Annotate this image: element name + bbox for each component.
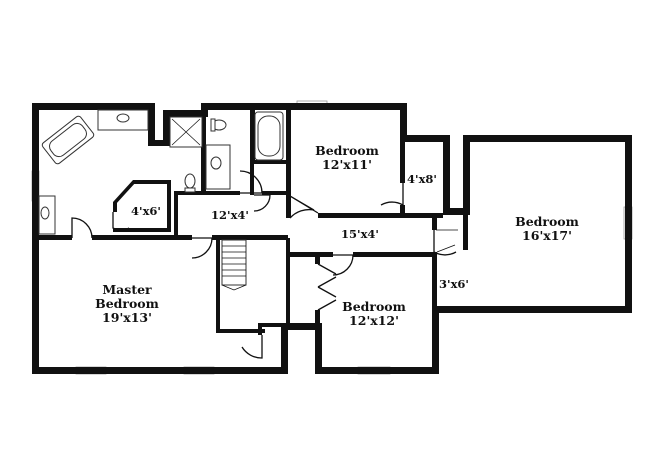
door-swing (71, 217, 93, 239)
wall (432, 306, 439, 374)
bathtub-master (41, 115, 95, 165)
wall (258, 323, 262, 335)
wall (113, 202, 117, 212)
fixtures (38, 109, 284, 235)
wall (250, 160, 290, 164)
wall (148, 140, 166, 146)
wall (443, 135, 450, 215)
wall (148, 103, 155, 146)
wall (315, 252, 320, 264)
door-swing (317, 286, 337, 311)
door-swing (239, 170, 263, 194)
toilet-icon (184, 173, 196, 189)
bottom-bedroom-size: 12'x12' (349, 313, 399, 328)
staircase (221, 239, 247, 291)
wall (174, 191, 178, 240)
wall (250, 160, 254, 195)
wall (163, 110, 170, 146)
wall (216, 238, 220, 333)
wall (625, 135, 632, 313)
wall (315, 323, 322, 374)
top-bedroom-name: Bedroom (315, 143, 379, 158)
wall (432, 252, 437, 310)
wall (113, 228, 171, 232)
wall (315, 367, 439, 374)
wall (201, 110, 206, 191)
door-swing (253, 194, 271, 212)
wall (201, 103, 407, 110)
closet-master-size: 4'x6' (131, 204, 161, 218)
door-swing (332, 254, 354, 276)
wall (400, 205, 405, 218)
wall (174, 191, 240, 195)
master-bedroom-name-2: Bedroom (95, 296, 159, 311)
doors (71, 170, 458, 359)
wall (400, 141, 405, 183)
wall (288, 252, 333, 257)
wall (286, 103, 291, 218)
wall (212, 235, 288, 240)
wall (133, 180, 171, 184)
bottom-bedroom-name: Bedroom (342, 299, 406, 314)
wall (113, 180, 136, 204)
right-bedroom-name: Bedroom (515, 214, 579, 229)
interior-walls (32, 103, 468, 335)
hall-left-size: 12'x4' (211, 208, 249, 222)
door-swing (191, 237, 213, 259)
door-swing (289, 195, 315, 219)
wall (216, 329, 265, 333)
master-bedroom-name-1: Master (102, 282, 152, 297)
room-labels: Master Bedroom 19'x13' Bedroom 12'x11' B… (95, 143, 579, 328)
wall (353, 252, 436, 257)
wall (92, 235, 192, 240)
wall (167, 180, 171, 232)
wall (463, 215, 468, 250)
wall (318, 213, 443, 218)
wall (463, 135, 470, 215)
wall (281, 323, 288, 374)
sink-icon (40, 206, 50, 220)
sink-icon (116, 113, 130, 123)
hall-right-size: 15'x4' (341, 227, 379, 241)
wall (463, 135, 632, 142)
wall (32, 235, 72, 240)
closet-top-size: 4'x8' (407, 172, 437, 186)
door-swing (433, 230, 457, 256)
wall (432, 215, 437, 230)
wall (400, 103, 407, 141)
wall (258, 323, 288, 327)
sink-icon (210, 156, 222, 170)
wall (32, 103, 155, 110)
wall (443, 208, 470, 215)
door-swing (317, 263, 337, 288)
wall (400, 135, 450, 142)
closet-right-size: 3'x6' (439, 277, 469, 291)
door-swing (241, 335, 263, 359)
wall (286, 238, 290, 330)
wall (432, 306, 632, 313)
wall (32, 367, 288, 374)
right-bedroom-size: 16'x17' (522, 228, 572, 243)
wall (250, 110, 255, 160)
door-swing (112, 212, 130, 231)
wall (262, 191, 290, 195)
wall (281, 323, 322, 330)
wall (315, 310, 320, 330)
master-bedroom-size: 19'x13' (102, 310, 152, 325)
wall (163, 110, 206, 117)
door-swing (380, 183, 404, 207)
top-bedroom-size: 12'x11' (322, 157, 372, 172)
